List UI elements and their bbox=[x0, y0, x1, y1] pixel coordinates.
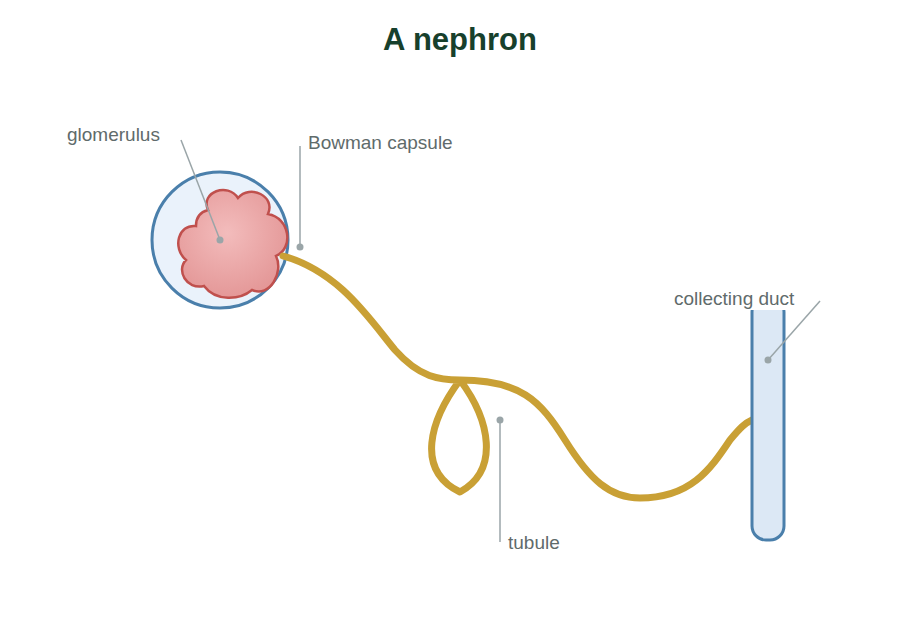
leader-dot bbox=[217, 237, 224, 244]
leader-dot bbox=[497, 417, 504, 424]
diagram-title: A nephron bbox=[0, 22, 920, 58]
leader-line bbox=[181, 140, 220, 240]
part-label: collecting duct bbox=[672, 287, 796, 310]
leader-dot bbox=[297, 244, 304, 251]
part-label: glomerulus bbox=[67, 123, 160, 146]
collecting-duct-tube bbox=[752, 298, 784, 540]
glomerulus-tuft bbox=[178, 190, 287, 298]
leader-line bbox=[499, 420, 501, 542]
leader-line bbox=[299, 146, 301, 247]
leader-lines bbox=[181, 140, 820, 542]
part-label: tubule bbox=[508, 531, 560, 554]
leader-dot bbox=[765, 357, 772, 364]
leader-dots bbox=[217, 237, 772, 424]
part-label: Bowman capsule bbox=[308, 131, 453, 154]
bowman-capsule bbox=[152, 172, 288, 308]
